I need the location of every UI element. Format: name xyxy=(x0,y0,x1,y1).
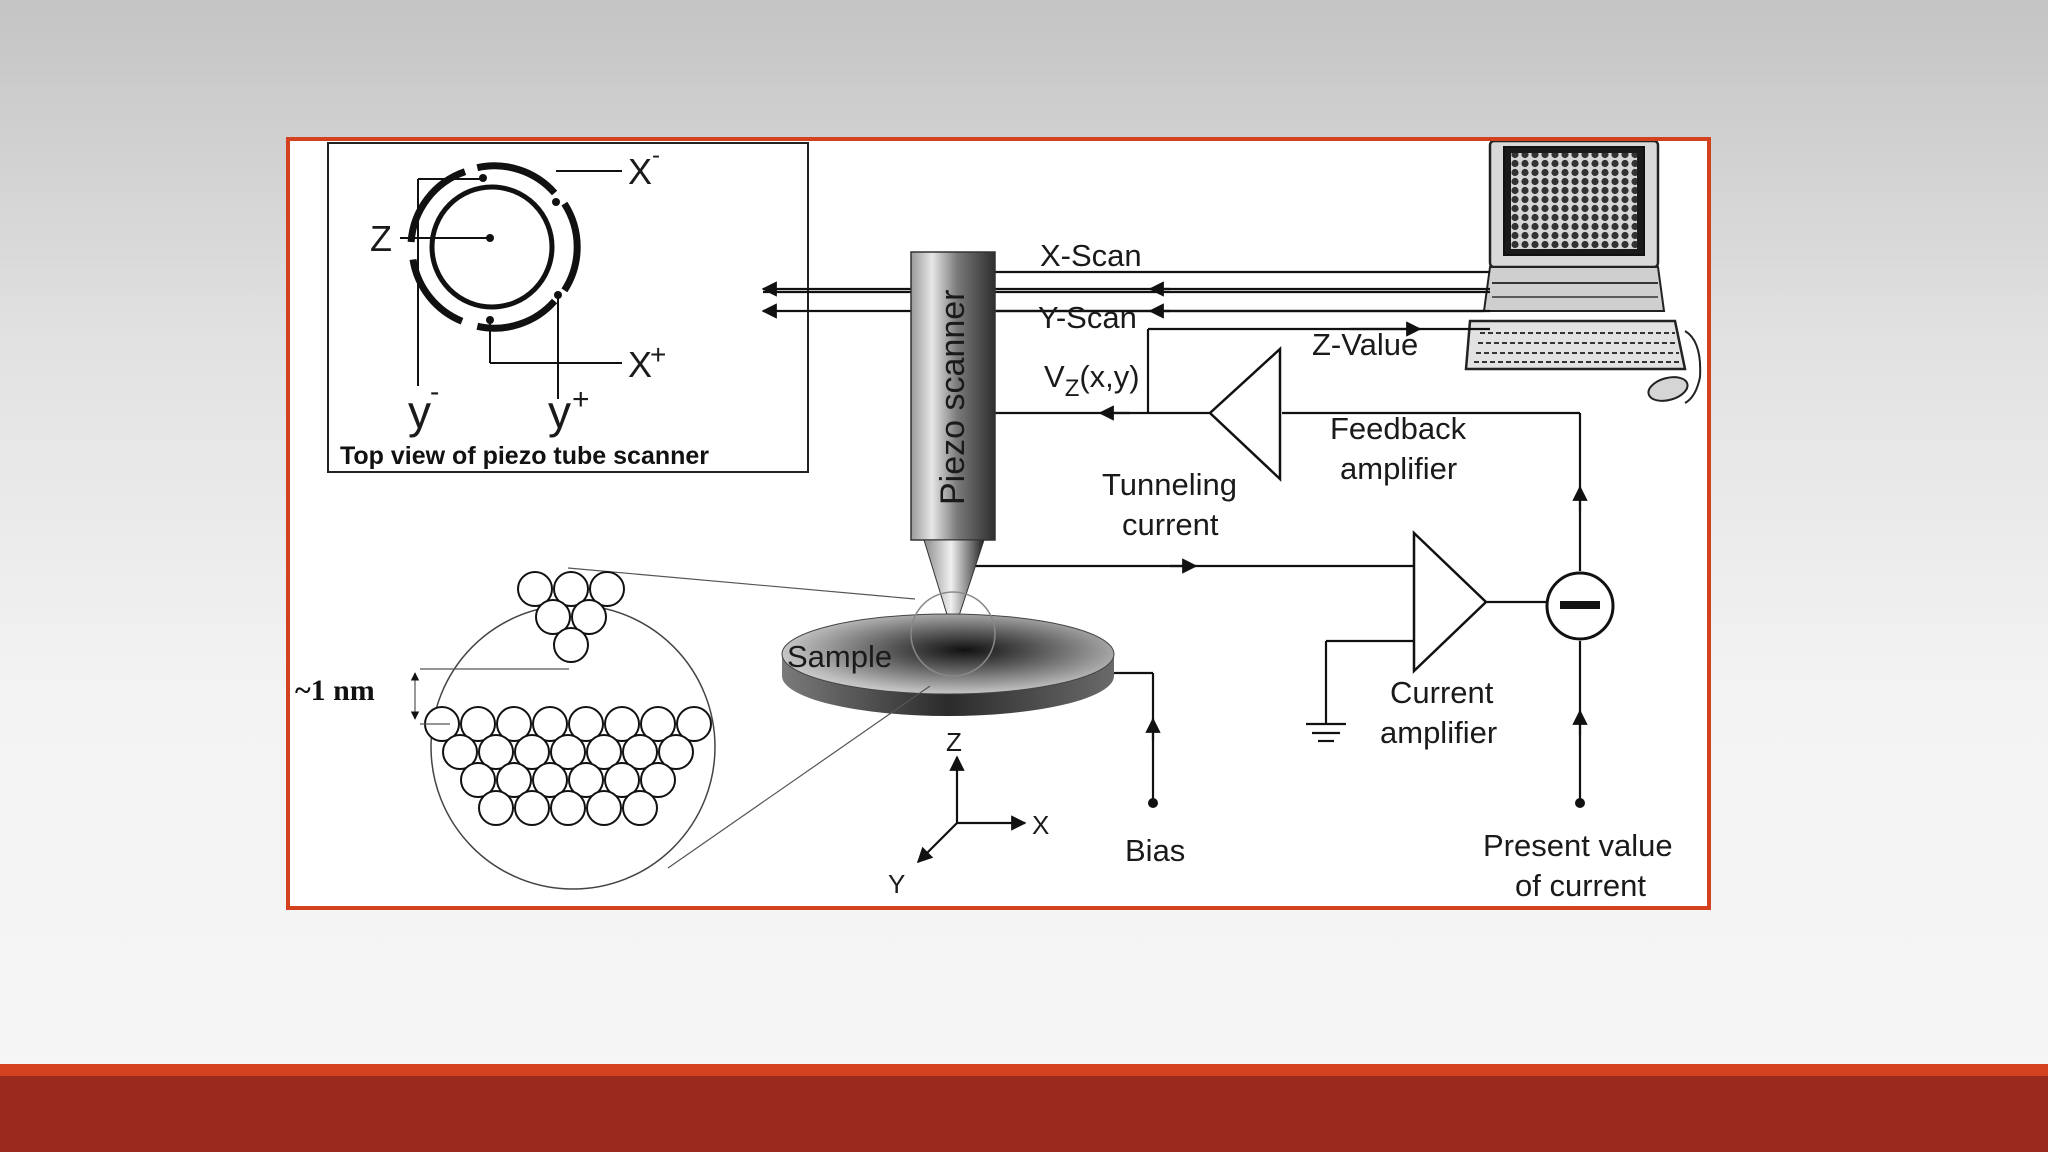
x-minus-sup: - xyxy=(652,142,660,169)
z-electrode-label: Z xyxy=(370,218,392,259)
stm-diagram: X - X + Z y - y + Top view of piezo tube… xyxy=(295,141,1702,903)
tunneling-current-label-1: Tunneling xyxy=(1102,467,1237,502)
x-plus-sup: + xyxy=(650,339,666,370)
electrode-segments xyxy=(407,162,581,332)
axis-y-label: Y xyxy=(888,869,905,899)
feedback-amplifier-symbol xyxy=(1208,346,1282,482)
computer-icon xyxy=(1464,141,1702,404)
piezo-label: Piezo scanner xyxy=(934,290,972,505)
axis-x-label: X xyxy=(1032,810,1049,840)
x-scan-label: X-Scan xyxy=(1040,238,1142,273)
z-value-label: Z-Value xyxy=(1312,327,1418,362)
current-amplifier-label-1: Current xyxy=(1390,675,1494,710)
x-plus-label: X xyxy=(628,344,652,385)
subtractor-symbol xyxy=(1545,571,1615,641)
magnify-circle xyxy=(910,591,996,677)
tunneling-current-label-2: current xyxy=(1122,507,1219,542)
current-amplifier-symbol xyxy=(1412,530,1488,674)
bias-label: Bias xyxy=(1125,833,1185,868)
footer-accent-line xyxy=(0,1064,2048,1076)
x-minus-label: X xyxy=(628,151,652,192)
feedback-amplifier-label-1: Feedback xyxy=(1330,411,1467,446)
piezo-tube-inset: X - X + Z y - y + Top view of piezo tube… xyxy=(327,142,809,473)
inset-box xyxy=(327,142,809,473)
slide-footer-bar xyxy=(0,1076,2048,1152)
feedback-amplifier-label-2: amplifier xyxy=(1340,451,1457,486)
axis-z-label: Z xyxy=(946,727,962,757)
current-amplifier-label-2: amplifier xyxy=(1380,715,1497,750)
present-value-label-1: Present value xyxy=(1483,828,1673,863)
present-value-label-2: of current xyxy=(1515,868,1646,903)
y-scan-label: Y-Scan xyxy=(1038,300,1137,335)
piezo-scanner: Piezo scanner xyxy=(910,251,996,636)
scale-label: ~1 nm xyxy=(295,674,375,707)
vz-label: VZ(x,y) xyxy=(1044,359,1140,402)
coordinate-axes: Z X Y xyxy=(888,727,1049,899)
y-minus-sup: - xyxy=(430,376,439,407)
sample-label: Sample xyxy=(787,639,892,674)
atomic-zoom: ~1 nm xyxy=(295,567,931,890)
figure-frame: X - X + Z y - y + Top view of piezo tube… xyxy=(286,137,1711,910)
y-plus-label: y xyxy=(548,386,571,438)
y-minus-label: y xyxy=(408,386,431,438)
inset-title: Top view of piezo tube scanner xyxy=(340,442,709,470)
sample-disk: Sample xyxy=(781,613,1115,716)
inner-tube xyxy=(429,184,555,310)
y-plus-sup: + xyxy=(572,383,590,416)
